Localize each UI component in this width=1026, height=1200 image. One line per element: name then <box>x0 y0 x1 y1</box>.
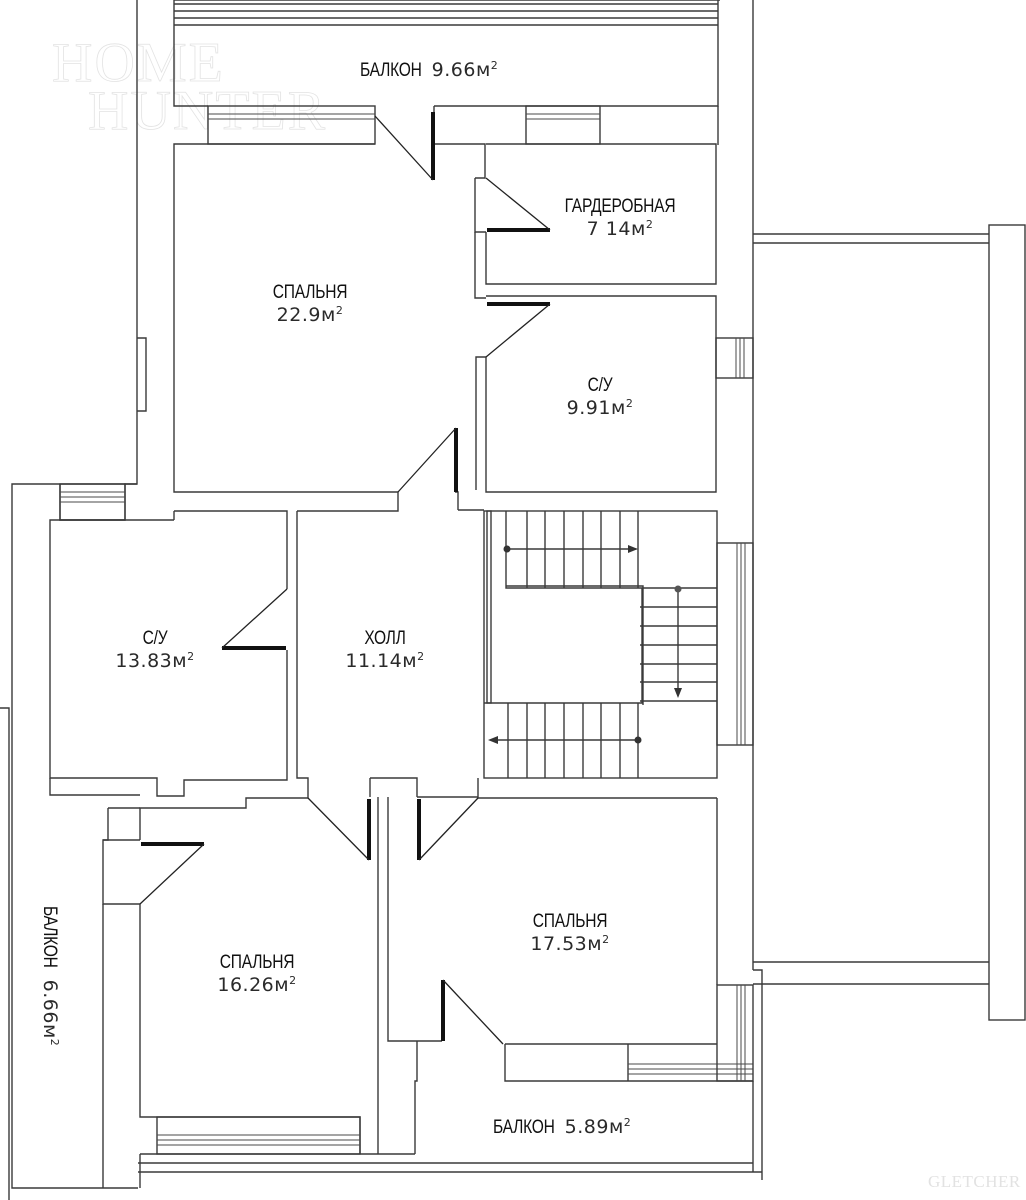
room-area: 17.53м2 <box>530 933 610 955</box>
bedroom-main-walls <box>173 143 398 493</box>
room-label-bedroom-main: СПАЛЬНЯ 22.9м2 <box>240 283 380 325</box>
room-name: ГАРДЕРОБНАЯ <box>564 196 676 217</box>
room-area: 5.89м2 <box>564 1116 632 1138</box>
room-label-bedroom-right: СПАЛЬНЯ 17.53м2 <box>505 912 635 954</box>
room-label-wardrobe: ГАРДЕРОБНАЯ 7 14м2 <box>540 197 700 239</box>
doors <box>139 112 551 1045</box>
room-area: 11.14м2 <box>345 650 425 672</box>
room-label-balcony-left: БАЛКОН 6.66м2 <box>38 906 64 1046</box>
watermark-line-2: HUNTER <box>88 79 328 142</box>
exterior-walls <box>11 0 754 1189</box>
room-label-bathroom-small: С/У 9.91м2 <box>540 376 660 418</box>
room-label-bedroom-left: СПАЛЬНЯ 16.26м2 <box>192 953 322 995</box>
room-name: С/У <box>142 628 168 649</box>
room-label-balcony-bottom: БАЛКОН 5.89м2 <box>493 1114 631 1137</box>
room-label-bathroom-large: С/У 13.83м2 <box>95 629 215 671</box>
gletcher-watermark: GLETCHER <box>928 1172 1021 1191</box>
room-name: БАЛКОН <box>360 60 422 81</box>
room-area: 6.66м2 <box>39 979 61 1047</box>
room-label-balcony-top: БАЛКОН 9.66м2 <box>360 57 498 80</box>
room-area: 16.26м2 <box>217 974 297 996</box>
room-area: 13.83м2 <box>115 650 195 672</box>
room-area: 9.66м2 <box>431 59 499 81</box>
staircase <box>483 510 754 779</box>
room-name: СПАЛЬНЯ <box>272 282 348 303</box>
room-area: 9.91м2 <box>566 397 634 419</box>
room-name: СПАЛЬНЯ <box>532 911 608 932</box>
room-name: СПАЛЬНЯ <box>219 952 295 973</box>
room-area: 7 14м2 <box>586 218 654 240</box>
room-name: БАЛКОН <box>493 1117 555 1138</box>
room-name: С/У <box>587 375 613 396</box>
room-name: БАЛКОН <box>39 906 60 968</box>
room-area: 22.9м2 <box>276 304 344 326</box>
room-label-hall: ХОЛЛ 11.14м2 <box>325 629 445 671</box>
room-name: ХОЛЛ <box>364 628 406 649</box>
